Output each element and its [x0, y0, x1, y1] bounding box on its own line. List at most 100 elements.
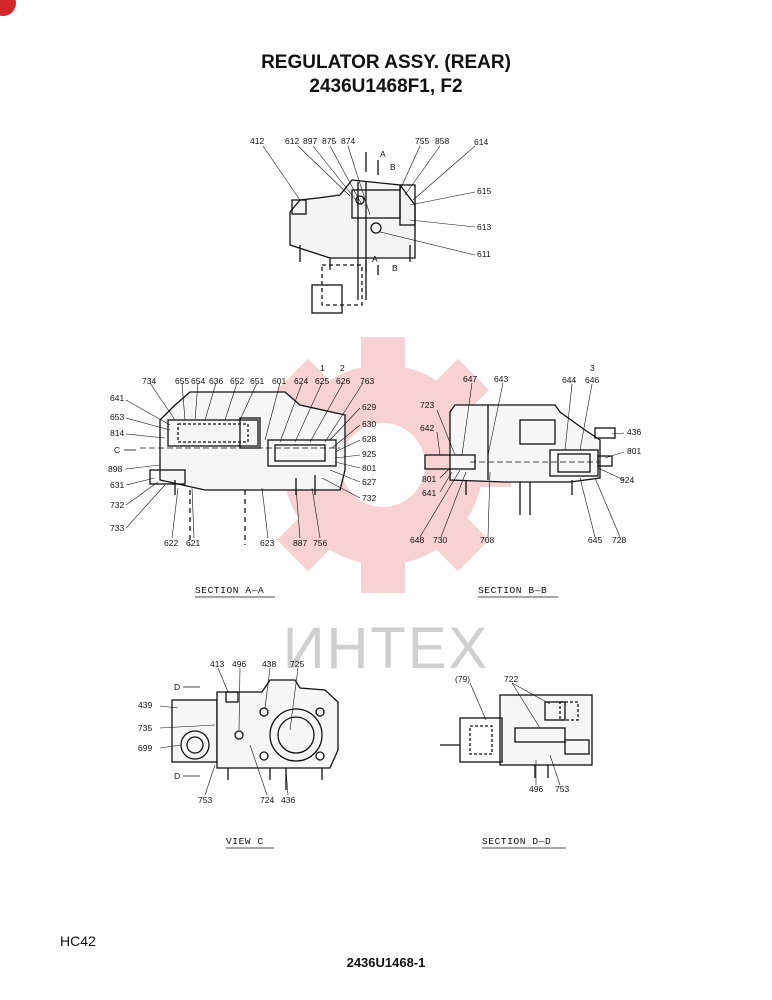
section-mark: B [390, 162, 396, 172]
part-label: 646 [585, 375, 599, 385]
part-label: 723 [420, 400, 434, 410]
part-label: 644 [562, 375, 576, 385]
section-mark: A [380, 149, 386, 159]
part-label: 655 [175, 376, 189, 386]
part-label: 734 [142, 376, 156, 386]
corner-mark-icon [0, 0, 16, 16]
part-label: 801 [627, 446, 641, 456]
top-view-labels: 412 612 897 875 874 755 858 614 615 613 … [250, 136, 491, 273]
part-label: 641 [110, 393, 124, 403]
part-label: 755 [415, 136, 429, 146]
part-label: 642 [420, 423, 434, 433]
part-label: 636 [209, 376, 223, 386]
section-bb-labels: 647 643 644 646 723 642 436 801 801 924 … [410, 363, 641, 598]
part-label: 875 [322, 136, 336, 146]
section-caption: SECTION D—D [482, 836, 551, 847]
gear-tooth [276, 358, 344, 426]
part-label: 641 [422, 488, 436, 498]
part-label: 647 [463, 374, 477, 384]
section-dd-labels: (79) 722 496 753 SECTION D—D [455, 674, 569, 849]
view-c-drawing [171, 679, 339, 790]
part-label: 621 [186, 538, 200, 548]
part-label: 728 [612, 535, 626, 545]
part-label: 438 [262, 659, 276, 669]
part-label: 652 [230, 376, 244, 386]
part-label: 629 [362, 402, 376, 412]
part-label: 612 [285, 136, 299, 146]
part-label: 631 [110, 480, 124, 490]
section-dd-drawing [440, 694, 593, 778]
part-label: 625 [315, 376, 329, 386]
part-label: 611 [477, 249, 491, 259]
section-dd-leaders [469, 682, 561, 786]
section-mark: C [114, 445, 120, 455]
gear-tooth [276, 504, 344, 572]
part-label: 645 [588, 535, 602, 545]
view-c-leaders [159, 667, 299, 796]
part-label: 753 [555, 784, 569, 794]
page-title: REGULATOR ASSY. (REAR) [261, 52, 511, 73]
part-label: 897 [303, 136, 317, 146]
section-mark: 2 [340, 363, 345, 373]
section-bb-drawing [424, 404, 616, 515]
part-label: 439 [138, 700, 152, 710]
part-label: 628 [362, 434, 376, 444]
part-label: 732 [362, 493, 376, 503]
part-label: 925 [362, 449, 376, 459]
part-label: 412 [250, 136, 264, 146]
top-view-leaders [262, 145, 476, 256]
part-label: 651 [250, 376, 264, 386]
part-label: 725 [290, 659, 304, 669]
part-label: 626 [336, 376, 350, 386]
part-label: 614 [474, 137, 488, 147]
part-label: 858 [435, 136, 449, 146]
section-mark: 3 [590, 363, 595, 373]
part-label: 623 [260, 538, 274, 548]
part-label: 615 [477, 186, 491, 196]
section-aa-labels: 734 655 654 636 652 651 601 624 625 626 … [108, 363, 376, 598]
part-label: 735 [138, 723, 152, 733]
part-label: 763 [360, 376, 374, 386]
view-c-labels: 413 496 438 725 439 735 699 753 724 436 … [138, 659, 304, 849]
part-label: 654 [191, 376, 205, 386]
section-mark: D [174, 771, 180, 781]
section-mark: D [174, 682, 180, 692]
section-aa-leaders [125, 382, 364, 539]
part-label: 753 [198, 795, 212, 805]
section-caption: SECTION B—B [478, 585, 547, 596]
part-label: 648 [410, 535, 424, 545]
part-label: 732 [110, 500, 124, 510]
section-mark: A [372, 254, 378, 264]
section-bb-leaders [419, 382, 625, 538]
part-label: 801 [422, 474, 436, 484]
part-label: 733 [110, 523, 124, 533]
part-label: 730 [433, 535, 447, 545]
gear-tooth [422, 504, 490, 572]
part-label: 874 [341, 136, 355, 146]
part-label: 413 [210, 659, 224, 669]
part-label: 622 [164, 538, 178, 548]
section-caption: VIEW C [226, 836, 264, 847]
gear-tooth [361, 337, 405, 387]
top-view-drawing [289, 152, 416, 314]
part-label: 814 [110, 428, 124, 438]
part-label: 722 [504, 674, 518, 684]
gear-tooth [361, 543, 405, 593]
section-caption: SECTION A—A [195, 585, 264, 596]
part-label: 496 [529, 784, 543, 794]
part-label: 699 [138, 743, 152, 753]
part-label: 643 [494, 374, 508, 384]
part-label: 653 [110, 412, 124, 422]
part-label: 724 [260, 795, 274, 805]
part-label: 801 [362, 463, 376, 473]
part-numbers: 2436U1468F1, F2 [309, 76, 463, 97]
part-label: 624 [294, 376, 308, 386]
gear-tooth [422, 358, 490, 426]
part-label: 756 [313, 538, 327, 548]
part-label: 436 [627, 427, 641, 437]
watermark-text: ИНТЕХ [283, 616, 489, 681]
section-mark: B [392, 263, 398, 273]
part-label: 898 [108, 464, 122, 474]
part-label: 613 [477, 222, 491, 232]
